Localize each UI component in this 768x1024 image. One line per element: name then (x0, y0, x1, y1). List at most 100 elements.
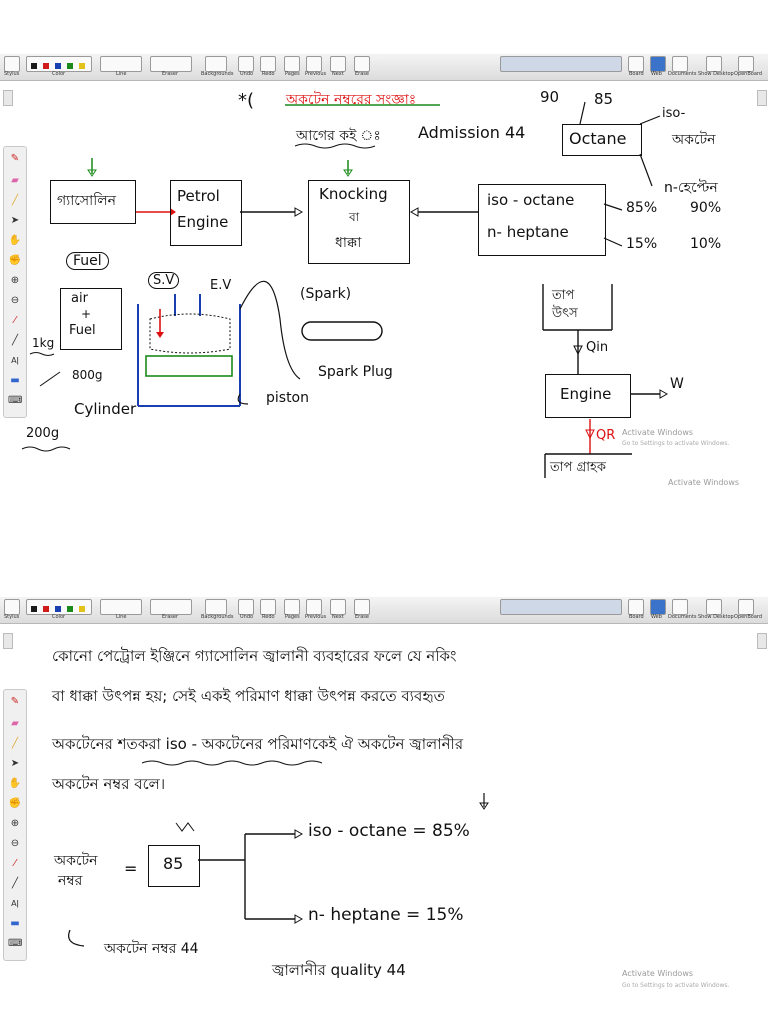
laser-icon[interactable]: ⁄ (14, 858, 16, 869)
color-palette[interactable] (26, 599, 92, 615)
board-button[interactable] (628, 56, 644, 72)
documents-button[interactable] (672, 56, 688, 72)
marker-icon[interactable]: ▰ (11, 718, 19, 729)
backgrounds-label: Backgrounds (201, 614, 234, 620)
color-green-swatch[interactable] (67, 63, 73, 69)
color-red-swatch[interactable] (43, 63, 49, 69)
grab-icon[interactable]: ✊ (8, 255, 22, 266)
color-blue-swatch[interactable] (55, 63, 61, 69)
pen-icon[interactable]: ✎ (10, 696, 20, 707)
marker-icon[interactable]: ▰ (11, 175, 19, 186)
previous-button[interactable] (306, 599, 322, 615)
right-collapse-tab[interactable] (757, 90, 767, 106)
activate-windows-hint: Go to Settings to activate Windows. (622, 440, 730, 447)
color-green-swatch[interactable] (67, 606, 73, 612)
hand-icon[interactable]: ✋ (8, 235, 22, 246)
stylus-label: Stylus (4, 614, 20, 620)
zoom-out-icon[interactable]: ⊖ (10, 295, 20, 306)
color-black-swatch[interactable] (31, 606, 37, 612)
web-button[interactable] (650, 56, 666, 72)
knocking-box: Knocking বা ধাক্কা (308, 180, 410, 264)
keyboard-icon[interactable]: ⌨ (8, 938, 23, 949)
backgrounds-button[interactable] (205, 599, 227, 615)
sv-label: S.V (148, 272, 180, 289)
highlighter-icon[interactable]: ╱ (11, 195, 19, 206)
color-yellow-swatch[interactable] (79, 63, 85, 69)
redo-button[interactable] (260, 56, 276, 72)
line-width-selector[interactable] (100, 56, 142, 72)
knocking-label: Knocking (319, 185, 388, 203)
n-heptane-label: n- heptane (487, 223, 569, 241)
air-label: air (71, 291, 88, 306)
openboard-button[interactable] (738, 56, 754, 72)
piston-label: piston (266, 390, 309, 406)
system-tray[interactable] (500, 599, 622, 615)
work-label: W (670, 376, 684, 392)
weight-1kg: 1kg (32, 336, 55, 350)
web-button[interactable] (650, 599, 666, 615)
color-black-swatch[interactable] (31, 63, 37, 69)
color-palette[interactable] (26, 56, 92, 72)
documents-button[interactable] (672, 599, 688, 615)
text-icon[interactable]: Aǀ (11, 356, 19, 365)
redo-label: Redo (262, 71, 275, 77)
color-red-swatch[interactable] (43, 606, 49, 612)
eraser-label: Eraser (162, 614, 179, 620)
zoom-in-icon[interactable]: ⊕ (10, 275, 20, 286)
activate-windows-bottom: Activate Windows (668, 478, 740, 487)
slide-2: Stylus Color Line Eraser Backgrounds Und… (0, 597, 768, 1024)
activate-windows-watermark: Activate Windows (622, 428, 694, 437)
zoom-out-icon[interactable]: ⊖ (10, 838, 20, 849)
pages-button[interactable] (284, 56, 300, 72)
pen-icon[interactable]: ✎ (10, 153, 20, 164)
n-heptane-line: n- heptane = 15% (308, 905, 464, 925)
capture-icon[interactable]: ▬ (10, 375, 20, 386)
pointer-icon[interactable]: ➤ (10, 215, 20, 226)
top-toolbar: Stylus Color Line Eraser Backgrounds Und… (0, 54, 768, 81)
color-label: Color (52, 614, 66, 620)
color-blue-swatch[interactable] (55, 606, 61, 612)
gasoline-label: গ্যাসোলিন (57, 193, 117, 209)
backgrounds-button[interactable] (205, 56, 227, 72)
show-desktop-button[interactable] (706, 56, 722, 72)
line-icon[interactable]: ╱ (11, 878, 19, 889)
board-button[interactable] (628, 599, 644, 615)
erase-button[interactable] (354, 599, 370, 615)
octane-number-label-2: নম্বর (58, 873, 83, 889)
left-collapse-tab[interactable] (3, 633, 13, 649)
previous-year-label: আগের কই ঃ (296, 128, 381, 144)
left-collapse-tab[interactable] (3, 90, 13, 106)
undo-button[interactable] (238, 599, 254, 615)
openboard-button[interactable] (738, 599, 754, 615)
line-icon[interactable]: ╱ (11, 335, 19, 346)
redo-button[interactable] (260, 599, 276, 615)
stylus-button[interactable] (4, 56, 20, 72)
keyboard-icon[interactable]: ⌨ (8, 395, 23, 406)
laser-icon[interactable]: ⁄ (14, 315, 16, 326)
web-label: Web (651, 71, 662, 77)
capture-icon[interactable]: ▬ (10, 918, 20, 929)
stylus-button[interactable] (4, 599, 20, 615)
pages-button[interactable] (284, 599, 300, 615)
eraser-size-selector[interactable] (150, 599, 192, 615)
previous-button[interactable] (306, 56, 322, 72)
line-width-selector[interactable] (100, 599, 142, 615)
color-yellow-swatch[interactable] (79, 606, 85, 612)
next-button[interactable] (330, 599, 346, 615)
show-desktop-button[interactable] (706, 599, 722, 615)
system-tray[interactable] (500, 56, 622, 72)
eraser-size-selector[interactable] (150, 56, 192, 72)
right-collapse-tab[interactable] (757, 633, 767, 649)
text-icon[interactable]: Aǀ (11, 899, 19, 908)
zoom-in-icon[interactable]: ⊕ (10, 818, 20, 829)
highlighter-icon[interactable]: ╱ (11, 738, 19, 749)
color-label: Color (52, 71, 66, 77)
undo-button[interactable] (238, 56, 254, 72)
documents-label: Documents (668, 71, 697, 77)
hand-icon[interactable]: ✋ (8, 778, 22, 789)
definition-line-3: অকটেনের শতকরা iso - অকটেনের পরিমাণকেই ঐ … (52, 735, 464, 753)
grab-icon[interactable]: ✊ (8, 798, 22, 809)
erase-button[interactable] (354, 56, 370, 72)
next-button[interactable] (330, 56, 346, 72)
pointer-icon[interactable]: ➤ (10, 758, 20, 769)
